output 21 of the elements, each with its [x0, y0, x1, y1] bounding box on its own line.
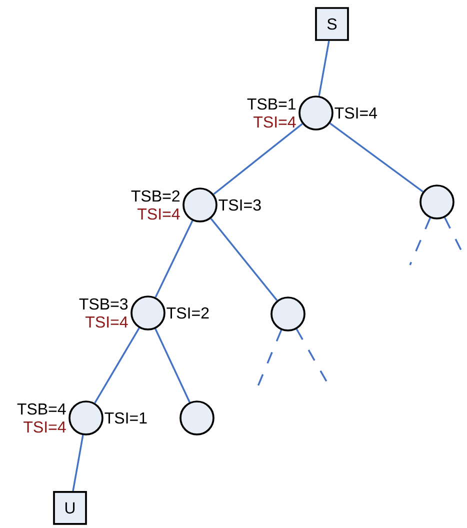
- value-label: TSI=4: [86, 316, 128, 328]
- tree-node-circle: [420, 184, 454, 220]
- value-label: TSB=4: [17, 403, 66, 415]
- tree-node-circle: [270, 296, 306, 332]
- value-label: TSB=2: [131, 190, 180, 202]
- tree-node-circle: [182, 188, 218, 222]
- value-label: TSB=3: [79, 298, 128, 310]
- terminal-box: S: [315, 7, 349, 41]
- tree-node-circle: [298, 96, 334, 130]
- tree-node-circle: [130, 296, 166, 330]
- value-label: TSI=4: [334, 107, 378, 119]
- value-label: TSI=1: [104, 412, 147, 424]
- value-label: TSB=1: [247, 98, 296, 110]
- tree-node-circle: [68, 400, 104, 436]
- value-label: TSI=4: [138, 208, 180, 220]
- terminal-box: U: [53, 491, 87, 525]
- value-label: TSI=2: [166, 307, 209, 319]
- value-label: TSI=4: [24, 421, 66, 433]
- value-label: TSI=4: [254, 116, 296, 128]
- value-label: TSI=3: [218, 199, 261, 211]
- tree-node-circle: [180, 400, 214, 436]
